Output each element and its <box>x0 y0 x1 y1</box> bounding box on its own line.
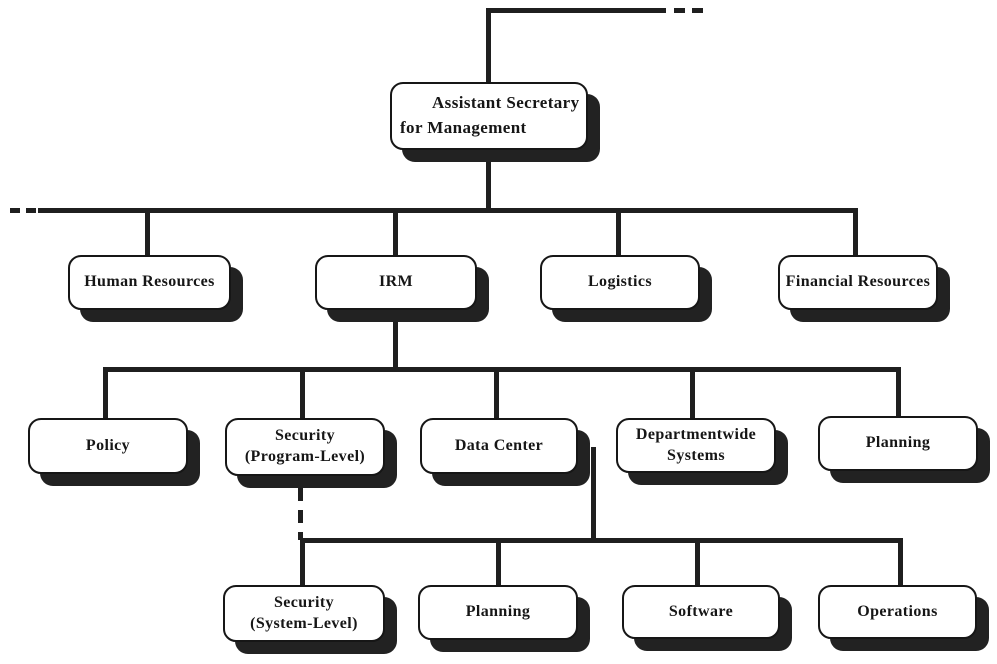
node-label: Software <box>668 602 734 620</box>
node-assistant-secretary: Assistant Secretary for Management <box>390 82 588 150</box>
node-label: Planning <box>465 603 531 621</box>
node-security-system-level: Security (System-Level) <box>223 585 385 642</box>
node-planning-irm: Planning <box>818 416 978 471</box>
node-label: Planning <box>865 434 931 452</box>
node-logistics: Logistics <box>540 255 700 310</box>
node-label: Data Center <box>454 436 544 454</box>
node-label: Logistics <box>587 273 653 291</box>
node-human-resources: Human Resources <box>68 255 231 310</box>
node-data-center: Data Center <box>420 418 578 474</box>
connector-level3-departmentwide <box>690 367 695 421</box>
node-software: Software <box>622 585 780 639</box>
connector-level3-planning <box>896 367 901 419</box>
connector-level3-rail <box>103 367 901 372</box>
node-label: Departmentwide Systems <box>635 425 757 464</box>
connector-security-dashed <box>298 488 303 540</box>
node-label: Operations <box>857 602 938 620</box>
connector-level4-rail <box>300 538 903 543</box>
node-label: Assistant Secretary for Management <box>400 93 580 137</box>
node-label: Human Resources <box>84 273 215 291</box>
node-label: Security (System-Level) <box>250 593 358 632</box>
truncation-dash-top-2 <box>692 8 703 13</box>
node-planning-data-center: Planning <box>418 585 578 640</box>
connector-level2-financial-resources <box>853 208 858 258</box>
node-security-program-level: Security (Program-Level) <box>225 418 385 476</box>
node-label: Financial Resources <box>785 273 931 291</box>
node-irm: IRM <box>315 255 477 310</box>
connector-level4-planning <box>496 538 501 588</box>
node-label: IRM <box>378 273 414 291</box>
node-label: Policy <box>85 436 131 454</box>
connector-level4-software <box>695 538 700 588</box>
connector-data-center-down <box>591 447 596 542</box>
node-financial-resources: Financial Resources <box>778 255 938 310</box>
connector-level2-rail <box>38 208 858 213</box>
node-label: Security (Program-Level) <box>244 427 366 465</box>
connector-level4-operations <box>898 538 903 588</box>
connector-level3-security-program <box>300 367 305 421</box>
connector-root-down <box>486 145 491 213</box>
connector-level4-security-system <box>300 538 305 588</box>
truncation-dash-left-2 <box>26 208 36 213</box>
connector-irm-down <box>393 305 398 371</box>
connector-level3-data-center <box>494 367 499 421</box>
truncation-dash-left-1 <box>10 208 20 213</box>
connector-top-horizontal <box>486 8 666 13</box>
node-policy: Policy <box>28 418 188 474</box>
truncation-dash-top-1 <box>674 8 685 13</box>
connector-level2-irm <box>393 208 398 258</box>
connector-top-vertical <box>486 8 491 86</box>
node-operations: Operations <box>818 585 977 639</box>
connector-level2-human-resources <box>145 208 150 258</box>
node-departmentwide-systems: Departmentwide Systems <box>616 418 776 473</box>
connector-level2-logistics <box>616 208 621 258</box>
connector-level3-policy <box>103 367 108 421</box>
